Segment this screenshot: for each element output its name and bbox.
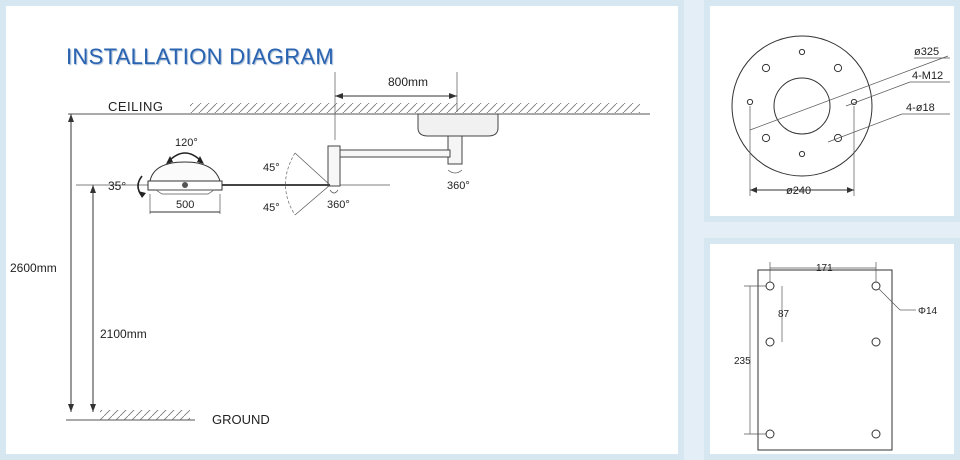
top-rotation-arrow [167, 152, 203, 163]
outer-diameter-leader [749, 55, 949, 131]
tilt-arrow-head [138, 191, 146, 198]
total-height-arrow-bottom [68, 404, 74, 412]
installation-drawing: CEILING GROUND 2600mm 2100mm 800mm 360° [10, 72, 650, 427]
swing-arc [285, 152, 296, 216]
lamp-lens [154, 189, 216, 195]
plate-outline [757, 269, 893, 451]
joint-rotation-label: 360° [327, 199, 350, 211]
flange-detail-panel: ø325 4-M12 4-ø18 ø240 [704, 0, 960, 222]
flange-bolt [761, 63, 771, 73]
top-rotation-label: 120° [175, 137, 198, 149]
lamp-head [149, 161, 221, 182]
tilt-label: 35° [108, 179, 126, 193]
bolt-circle-arrow-right [847, 187, 854, 193]
flange-bolt [833, 63, 843, 73]
lamp-height-arrow-top [90, 185, 96, 193]
plate-drawing: 171 87 235 Φ14 [734, 262, 938, 451]
swing-up-label: 45° [263, 162, 280, 174]
flange-hole [798, 150, 806, 158]
top-rotation-head-right [197, 156, 204, 164]
flange-inner-circle [773, 77, 831, 135]
diagram-title: INSTALLATION DIAGRAM [66, 44, 335, 69]
flange-hole [746, 98, 754, 106]
bolt-circle-label: ø240 [786, 185, 811, 197]
arm-length-label: 800mm [388, 75, 428, 89]
swing-down-line [294, 184, 331, 216]
plate-hole [871, 429, 881, 439]
mount-rotation-label: 360° [447, 180, 470, 192]
outer-diameter-label: ø325 [914, 46, 939, 58]
plate-width-label: 171 [816, 263, 833, 274]
ceiling-label: CEILING [108, 99, 164, 114]
swing-down-label: 45° [263, 202, 280, 214]
plate-hole [871, 281, 881, 291]
bolt-circle-arrow-left [750, 187, 757, 193]
hole-diameter-leader [878, 288, 901, 311]
flange-bolt [833, 133, 843, 143]
hole-diameter-label: Φ14 [918, 306, 938, 317]
holes-leader [827, 113, 903, 143]
hole-spacing-label: 87 [778, 309, 790, 320]
ground-label: GROUND [212, 412, 270, 427]
top-rotation-head-left [166, 156, 173, 164]
swing-up-line [294, 152, 331, 186]
arm-length-arrow-right [449, 93, 457, 99]
flange-drawing: ø325 4-M12 4-ø18 ø240 [731, 35, 950, 197]
lamp-height-arrow-bottom [90, 404, 96, 412]
mounting-plate-panel: 171 87 235 Φ14 [704, 238, 960, 460]
arm-length-arrow-left [335, 93, 343, 99]
joint-rotation-arrow [329, 189, 339, 194]
flange-bolt [761, 133, 771, 143]
horizontal-arm [337, 149, 451, 158]
flange-outer-circle [731, 35, 873, 177]
ceiling-canopy [417, 113, 499, 137]
ground-hatch [100, 410, 190, 420]
lamp-handle [182, 182, 188, 188]
holes-label: 4-ø18 [906, 102, 935, 114]
plate-hole [765, 337, 775, 347]
lamp-height-label: 2100mm [100, 327, 147, 341]
flange-hole [798, 48, 806, 56]
plate-height-label: 235 [734, 356, 751, 367]
bolts-leader [845, 81, 911, 107]
plate-hole [871, 337, 881, 347]
plate-hole [765, 281, 775, 291]
total-height-label: 2600mm [10, 261, 57, 275]
installation-diagram-panel: INSTALLATION DIAGRAM CEILING GROUND 2600… [0, 0, 684, 460]
ceiling-hatch [190, 103, 640, 113]
width-label: 500 [176, 199, 194, 211]
mount-rotation-arrow [447, 169, 463, 174]
elbow-joint [327, 145, 341, 187]
bolts-label: 4-M12 [912, 70, 943, 82]
plate-hole [765, 429, 775, 439]
total-height-arrow-top [68, 114, 74, 122]
